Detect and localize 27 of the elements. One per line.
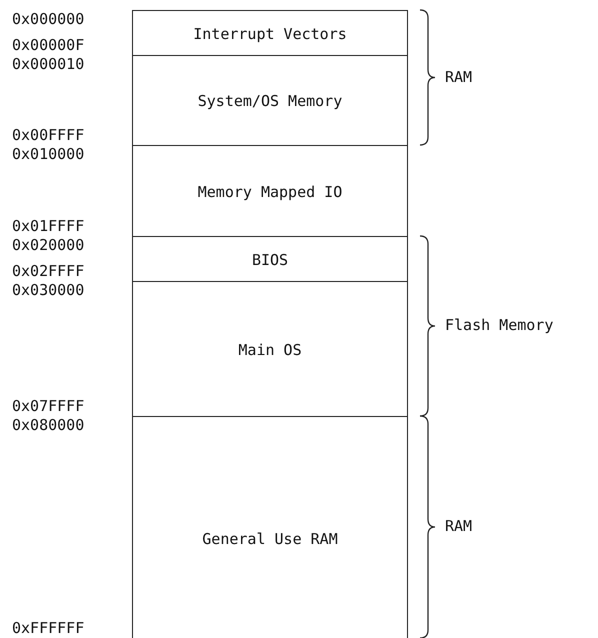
memory-region-block [132, 145, 408, 237]
address-label: 0x000000 [12, 11, 84, 27]
address-label: 0x000010 [12, 56, 84, 72]
address-label: 0x01FFFF [12, 218, 84, 234]
address-label: 0x080000 [12, 417, 84, 433]
memory-region-block [132, 236, 408, 282]
memory-type-label: Flash Memory [445, 317, 554, 333]
memory-region-block [132, 10, 408, 56]
region-name: System/OS Memory [198, 92, 342, 110]
region-name: General Use RAM [202, 530, 338, 548]
address-label: 0x07FFFF [12, 398, 84, 414]
region-name: BIOS [252, 250, 288, 268]
address-label: 0x020000 [12, 237, 84, 253]
region-name: Interrupt Vectors [193, 24, 347, 42]
memory-region-block [132, 55, 408, 146]
memory-region-block [132, 281, 408, 417]
address-label: 0x030000 [12, 282, 84, 298]
address-label: 0x02FFFF [12, 263, 84, 279]
address-label: 0x00FFFF [12, 127, 84, 143]
memory-type-label: RAM [445, 518, 472, 534]
region-name: Memory Mapped IO [198, 182, 342, 200]
address-label: 0x010000 [12, 146, 84, 162]
memory-region-block [132, 416, 408, 638]
region-name: Main OS [238, 340, 302, 358]
address-label: 0x00000F [12, 37, 84, 53]
memory-type-label: RAM [445, 68, 472, 84]
address-label: 0xFFFFFF [12, 620, 84, 636]
